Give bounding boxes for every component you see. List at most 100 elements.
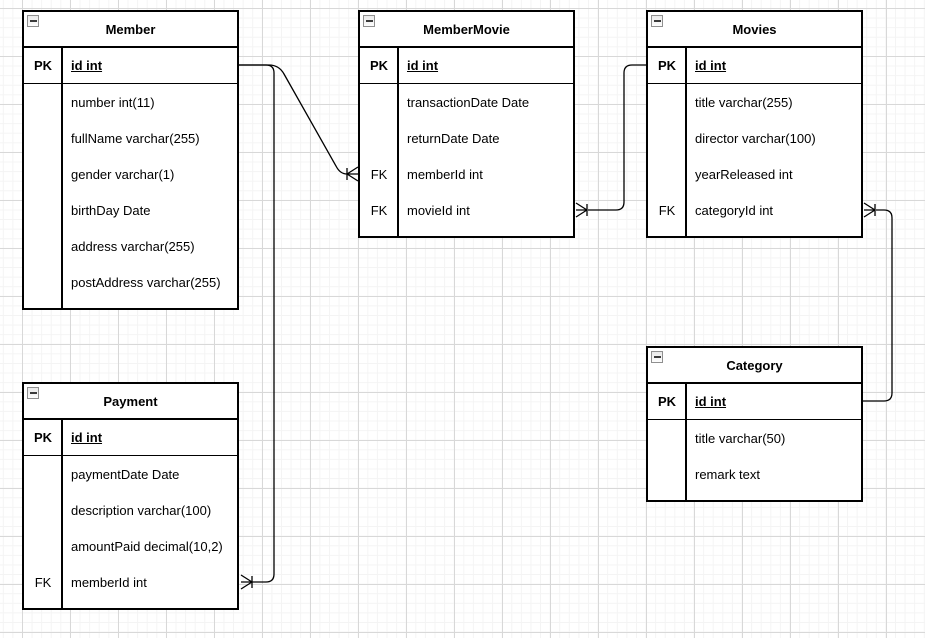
- table-rows: PK id int paymentDate Date description varc…: [24, 420, 237, 600]
- attribute-row[interactable]: FK memberId int: [24, 564, 237, 600]
- entity-table-payment[interactable]: Payment PK id int paymentDate Date descript…: [22, 382, 239, 610]
- row-value-cell: memberId int: [71, 574, 147, 590]
- attribute-row[interactable]: title varchar(255): [648, 84, 861, 120]
- edge-member-payment[interactable]: [239, 64, 275, 590]
- row-value-cell: number int(11): [71, 94, 155, 110]
- attribute-row[interactable]: returnDate Date: [360, 120, 573, 156]
- row-value-cell: fullName varchar(255): [71, 130, 200, 146]
- collapse-minus-icon[interactable]: [27, 15, 39, 27]
- row-key-cell: [24, 228, 62, 264]
- row-key-cell: [24, 156, 62, 192]
- row-key-cell: [648, 156, 686, 192]
- primary-key-row[interactable]: PK id int: [648, 48, 861, 84]
- attribute-row[interactable]: number int(11): [24, 84, 237, 120]
- collapse-minus-icon[interactable]: [27, 387, 39, 399]
- row-key-cell: [360, 84, 398, 120]
- attribute-row[interactable]: fullName varchar(255): [24, 120, 237, 156]
- attribute-row[interactable]: description varchar(100): [24, 492, 237, 528]
- attribute-row[interactable]: FK categoryId int: [648, 192, 861, 228]
- attribute-row[interactable]: postAddress varchar(255): [24, 264, 237, 300]
- row-value-cell: title varchar(255): [695, 94, 793, 110]
- row-key-cell: [360, 120, 398, 156]
- attribute-row[interactable]: amountPaid decimal(10,2): [24, 528, 237, 564]
- row-key-cell: [24, 192, 62, 228]
- attribute-row[interactable]: birthDay Date: [24, 192, 237, 228]
- row-key-cell: [648, 420, 686, 456]
- attribute-row[interactable]: remark text: [648, 456, 861, 492]
- row-key-cell: FK: [658, 202, 676, 218]
- attribute-row[interactable]: yearReleased int: [648, 156, 861, 192]
- table-header: Member: [24, 12, 237, 48]
- collapse-minus-icon[interactable]: [363, 15, 375, 27]
- row-key-cell: [24, 528, 62, 564]
- row-value-cell: categoryId int: [695, 202, 774, 218]
- attribute-row[interactable]: title varchar(50): [648, 420, 861, 456]
- row-value-cell: title varchar(50): [695, 430, 786, 446]
- row-value-cell: id int: [71, 430, 103, 445]
- row-key-cell: FK: [34, 574, 52, 590]
- row-value-cell: gender varchar(1): [71, 166, 175, 182]
- table-title: Movies: [732, 21, 777, 37]
- key-column-divider: [685, 384, 687, 500]
- row-value-cell: postAddress varchar(255): [71, 274, 221, 290]
- attribute-row[interactable]: FK movieId int: [360, 192, 573, 228]
- table-header: MemberMovie: [360, 12, 573, 48]
- row-key-cell: [24, 264, 62, 300]
- row-key-cell: [24, 84, 62, 120]
- crow-foot-icon: [863, 202, 876, 218]
- row-value-cell: yearReleased int: [695, 166, 793, 182]
- row-key-cell: PK: [33, 430, 53, 445]
- row-value-cell: address varchar(255): [71, 238, 195, 254]
- row-value-cell: movieId int: [407, 202, 470, 218]
- table-title: Member: [105, 21, 156, 37]
- edge-member-membermovie[interactable]: [239, 64, 359, 182]
- attribute-row[interactable]: paymentDate Date: [24, 456, 237, 492]
- edge-category-movies[interactable]: [863, 202, 893, 402]
- crow-foot-icon: [240, 574, 253, 590]
- row-value-cell: transactionDate Date: [407, 94, 530, 110]
- row-value-cell: description varchar(100): [71, 502, 212, 518]
- attribute-row[interactable]: director varchar(100): [648, 120, 861, 156]
- row-key-cell: [24, 456, 62, 492]
- row-value-cell: id int: [695, 58, 727, 73]
- table-rows: PK id int title varchar(255) director varch…: [648, 48, 861, 228]
- attribute-row[interactable]: transactionDate Date: [360, 84, 573, 120]
- key-column-divider: [397, 48, 399, 236]
- attribute-row[interactable]: address varchar(255): [24, 228, 237, 264]
- crow-foot-icon: [346, 166, 359, 182]
- row-value-cell: paymentDate Date: [71, 466, 180, 482]
- key-column-divider: [61, 420, 63, 608]
- table-header: Payment: [24, 384, 237, 420]
- row-value-cell: birthDay Date: [71, 202, 151, 218]
- row-key-cell: FK: [370, 202, 388, 218]
- table-title: Category: [726, 357, 783, 373]
- row-key-cell: PK: [657, 58, 677, 73]
- row-value-cell: memberId int: [407, 166, 483, 182]
- row-key-cell: PK: [369, 58, 389, 73]
- collapse-minus-icon[interactable]: [651, 15, 663, 27]
- row-value-cell: amountPaid decimal(10,2): [71, 538, 223, 554]
- entity-table-movies[interactable]: Movies PK id int title varchar(255) directo…: [646, 10, 863, 238]
- crow-foot-icon: [575, 202, 588, 218]
- primary-key-row[interactable]: PK id int: [24, 420, 237, 456]
- row-key-cell: [648, 84, 686, 120]
- row-key-cell: [24, 120, 62, 156]
- attribute-row[interactable]: gender varchar(1): [24, 156, 237, 192]
- row-value-cell: remark text: [695, 466, 761, 482]
- edge-movies-membermovie[interactable]: [575, 64, 646, 218]
- collapse-minus-icon[interactable]: [651, 351, 663, 363]
- row-key-cell: [648, 456, 686, 492]
- row-key-cell: PK: [33, 58, 53, 73]
